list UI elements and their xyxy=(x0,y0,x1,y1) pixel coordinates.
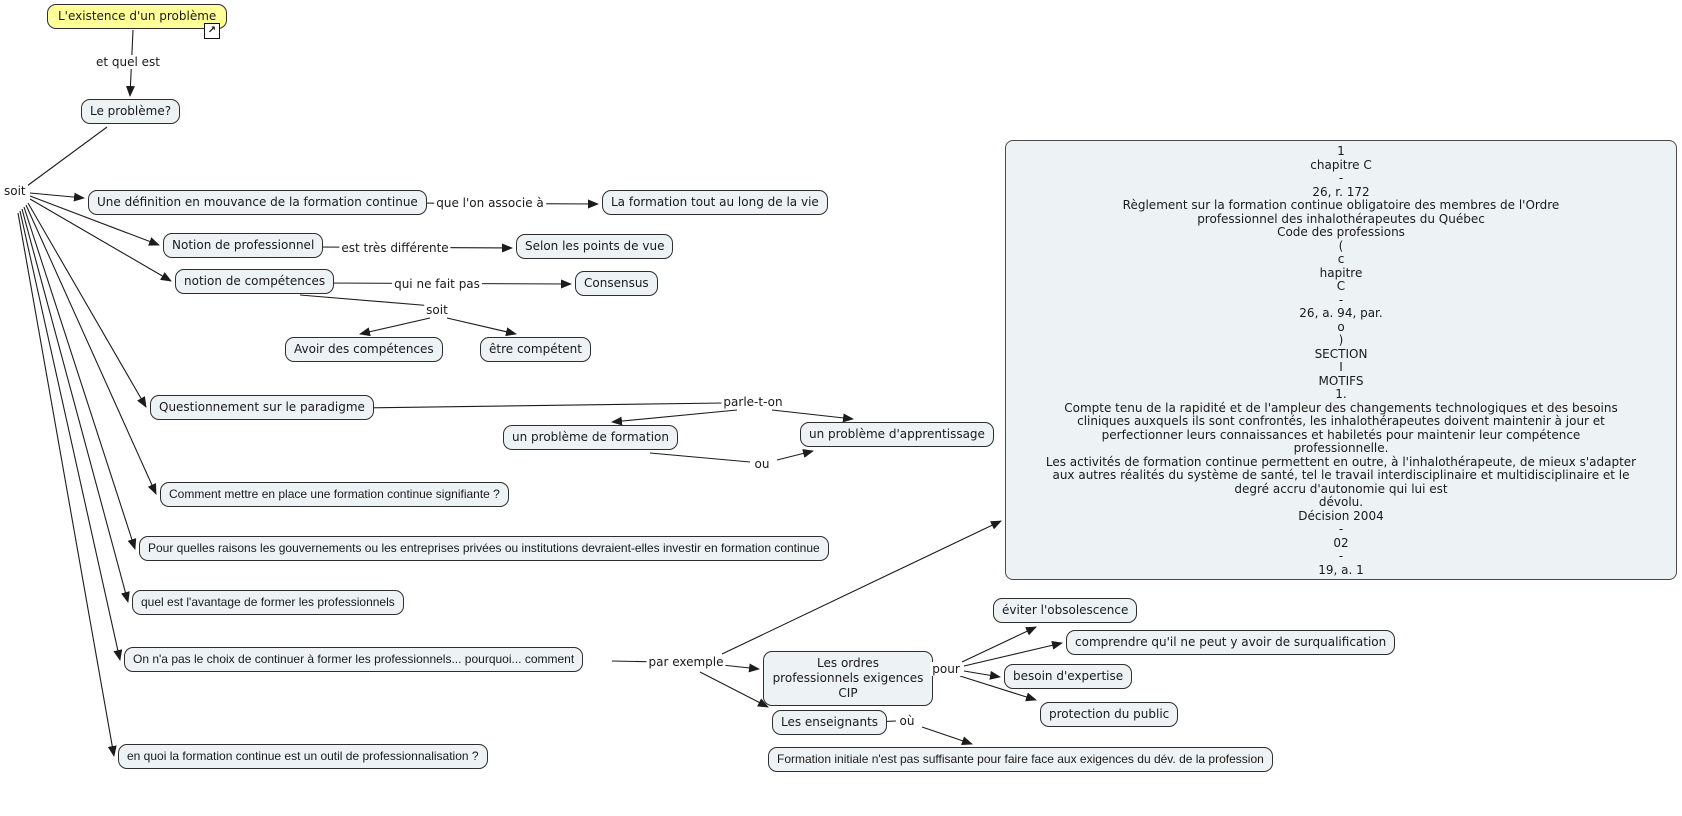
link-label-qui-ne-fait-pas[interactable]: qui ne fait pas xyxy=(392,277,482,291)
edge-soit-onna xyxy=(19,210,123,661)
concept-node-avantage-former[interactable]: quel est l'avantage de former les profes… xyxy=(132,590,404,615)
concept-node-probleme-apprentissage[interactable]: un problème d'apprentissage xyxy=(800,422,994,447)
link-label-parle-t-on[interactable]: parle-t-on xyxy=(721,395,785,409)
edge-parle-prob-formation xyxy=(611,409,738,426)
edge-soit-notion-comp xyxy=(29,198,172,282)
edge-pour-besoin xyxy=(963,670,1001,680)
concept-node-outil-professionnalisation[interactable]: en quoi la formation continue est un out… xyxy=(118,744,488,769)
edge-soit2-etre xyxy=(446,317,517,337)
concept-node-formation-initiale-insuffisante[interactable]: Formation initiale n'est pas suffisante … xyxy=(768,747,1273,772)
concept-node-etre-competent[interactable]: être compétent xyxy=(480,337,591,362)
concept-node-ordres-professionnels-cip[interactable]: Les ordres professionnels exigences CIP xyxy=(763,651,933,706)
link-label-soit[interactable]: soit xyxy=(2,184,28,198)
edge-pour-comprendre xyxy=(963,640,1063,667)
concept-node-notion-competences[interactable]: notion de compétences xyxy=(175,269,335,294)
resource-link-icon[interactable]: ↗ xyxy=(204,23,220,39)
edge-notion-comp-soit2 xyxy=(299,294,434,307)
concept-node-probleme-de-formation[interactable]: un problème de formation xyxy=(503,425,679,450)
edge-probleme-soit xyxy=(26,126,108,187)
concept-node-definition-mouvance[interactable]: Une définition en mouvance de la formati… xyxy=(88,190,427,215)
concept-node-on-na-pas-le-choix[interactable]: On n'a pas le choix de continuer à forme… xyxy=(124,647,584,672)
edge-soit-comment xyxy=(25,204,157,495)
edge-pour-eviter xyxy=(961,626,1037,663)
concept-node-questionnement-paradigme[interactable]: Questionnement sur le paradigme xyxy=(150,395,374,420)
concept-node-avoir-des-competences[interactable]: Avoir des compétences xyxy=(285,337,443,362)
edge-soit-enquoi xyxy=(17,212,117,757)
edge-par-exemple-ordres xyxy=(721,663,760,673)
concept-node-besoin-expertise[interactable]: besoin d'expertise xyxy=(1004,664,1133,689)
link-label-pour[interactable]: pour xyxy=(930,662,962,676)
concept-node-consensus[interactable]: Consensus xyxy=(575,271,658,296)
edge-par-exemple-reglement xyxy=(721,520,1002,655)
concept-node-reglement-formation-continue[interactable]: 1 chapitre C - 26, r. 172 Règlement sur … xyxy=(1005,140,1677,580)
edge-par-exemple-enseignants xyxy=(699,671,769,708)
link-label-soit-2[interactable]: soit xyxy=(424,303,450,317)
edge-soit-questionnement xyxy=(27,202,147,408)
edge-question-parle xyxy=(357,402,725,409)
link-label-et-quel-est[interactable]: et quel est xyxy=(94,55,162,69)
concept-node-pour-quelles-raisons[interactable]: Pour quelles raisons les gouvernements o… xyxy=(139,536,829,561)
edge-prob-formation-ou xyxy=(649,452,751,463)
link-label-est-tres-differente[interactable]: est très différente xyxy=(339,241,451,255)
edge-soit2-avoir xyxy=(359,317,431,337)
link-label-par-exemple[interactable]: par exemple xyxy=(646,655,726,669)
edge-parle-prob-apprentissage xyxy=(771,409,854,423)
concept-node-existence-probleme[interactable]: L'existence d'un problème xyxy=(47,4,228,29)
concept-node-protection-du-public[interactable]: protection du public xyxy=(1040,702,1179,727)
concept-node-eviter-obsolescence[interactable]: éviter l'obsolescence xyxy=(993,598,1138,623)
concept-node-notion-professionnel[interactable]: Notion de professionnel xyxy=(163,233,324,258)
link-label-ou[interactable]: ou xyxy=(752,457,772,471)
concept-node-le-probleme[interactable]: Le problème? xyxy=(81,99,181,124)
concept-node-comment-mettre-en-place[interactable]: Comment mettre en place une formation co… xyxy=(160,482,509,507)
concept-node-les-enseignants[interactable]: Les enseignants xyxy=(772,710,888,735)
edge-pour-protection xyxy=(959,675,1037,702)
concept-node-pas-de-surqualification[interactable]: comprendre qu'il ne peut y avoir de surq… xyxy=(1066,630,1396,655)
edge-soit-definition xyxy=(29,192,85,202)
edge-ou-prob-apprentissage xyxy=(776,449,814,461)
edge-soit-avantage xyxy=(21,208,130,603)
edge-ou-forminit xyxy=(921,726,973,746)
concept-node-selon-points-de-vue[interactable]: Selon les points de vue xyxy=(516,234,674,259)
link-label-ou-accent[interactable]: où xyxy=(897,714,917,728)
link-label-que-lon-associe-a[interactable]: que l'on associe à xyxy=(434,196,546,210)
concept-node-formation-tout-au-long[interactable]: La formation tout au long de la vie xyxy=(602,190,828,215)
edge-soit-notion-prof xyxy=(29,195,160,246)
edge-soit-pour-quelles xyxy=(23,206,137,550)
